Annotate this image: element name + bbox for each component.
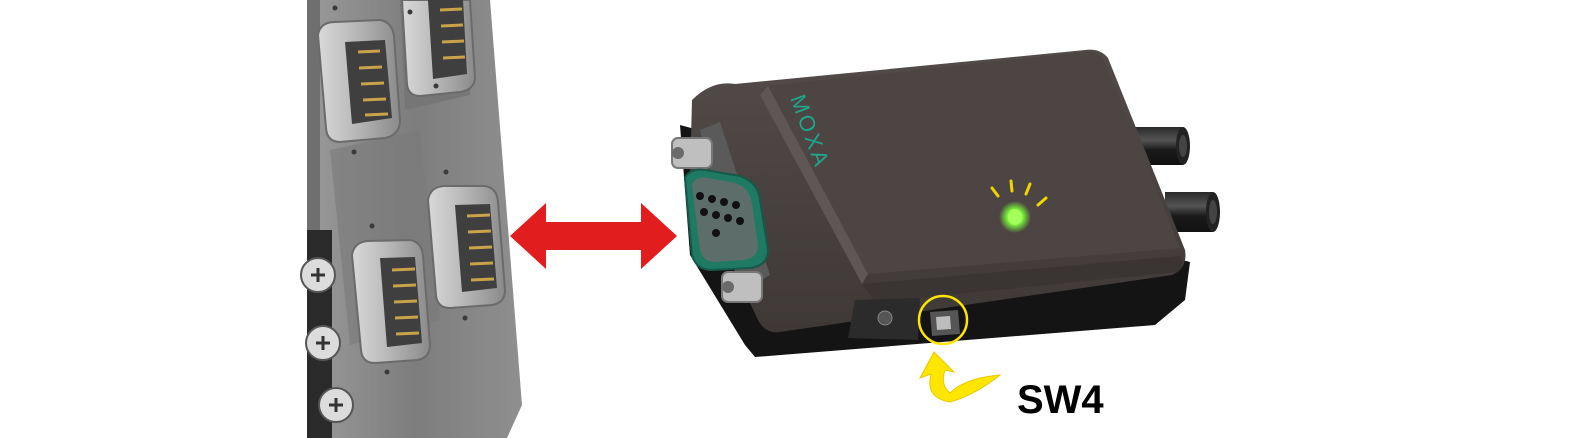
terminal-screw-icon [319, 388, 353, 422]
terminal-screw-icon [301, 258, 335, 292]
serial-port-panel [301, 0, 522, 438]
switch-label: SW4 [1017, 378, 1104, 422]
db9-male-port [352, 240, 430, 363]
db9-male-port [402, 0, 475, 96]
terminal-screw-icon [306, 326, 340, 360]
db9-male-port [318, 20, 400, 142]
led-indicator-icon [999, 201, 1031, 233]
double-headed-arrow-icon [510, 203, 677, 269]
fiber-converter-device: MOXA [672, 50, 1220, 357]
curved-arrow-icon [920, 352, 1000, 402]
db9-male-port [428, 186, 505, 308]
